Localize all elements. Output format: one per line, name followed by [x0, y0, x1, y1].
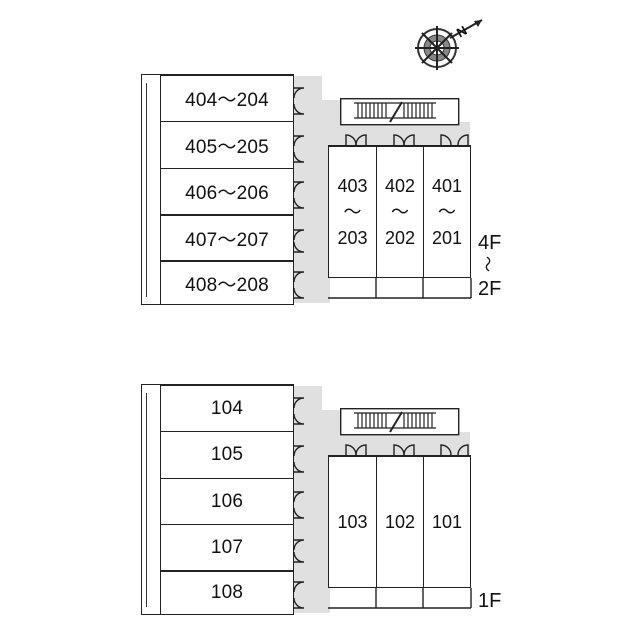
unit-407-207: 407～207 [160, 214, 294, 261]
compass-rose-icon [415, 19, 483, 70]
upper-balcony [141, 74, 163, 305]
upper-east-strip [320, 148, 330, 303]
unit-401-201: 401 ～ 201 [423, 145, 471, 278]
unit-405-205: 405～205 [160, 121, 294, 169]
floor-label-range-sep: ～ [478, 255, 496, 273]
unit-404-204: 404～204 [160, 74, 294, 122]
compass: N [410, 14, 494, 78]
floor-label-bottom: 2F [478, 278, 502, 300]
upper-stair-landing [318, 100, 342, 124]
floor-label-1f: 1F [478, 590, 502, 612]
unit-408-208: 408～208 [160, 260, 294, 305]
unit-105: 105 [160, 431, 294, 479]
unit-104: 104 [160, 384, 294, 432]
lower-stair-landing [318, 410, 342, 434]
unit-106: 106 [160, 478, 294, 525]
lower-balcony [141, 384, 163, 615]
unit-108: 108 [160, 570, 294, 615]
upper-staircase [339, 97, 460, 126]
unit-403-203: 403 ～ 203 [328, 145, 377, 278]
unit-107: 107 [160, 524, 294, 571]
lower-west-doors [293, 397, 305, 609]
floor-label-top: 4F [478, 232, 502, 254]
upper-east-doors [328, 134, 472, 299]
unit-402-202: 402 ～ 202 [376, 145, 424, 278]
lower-east-strip [320, 458, 330, 613]
lower-east-doors [328, 444, 472, 609]
upper-west-doors [293, 87, 305, 299]
lower-staircase [339, 407, 460, 436]
unit-103: 103 [328, 455, 377, 588]
unit-101: 101 [423, 455, 471, 588]
unit-406-206: 406～206 [160, 168, 294, 215]
unit-102: 102 [376, 455, 424, 588]
